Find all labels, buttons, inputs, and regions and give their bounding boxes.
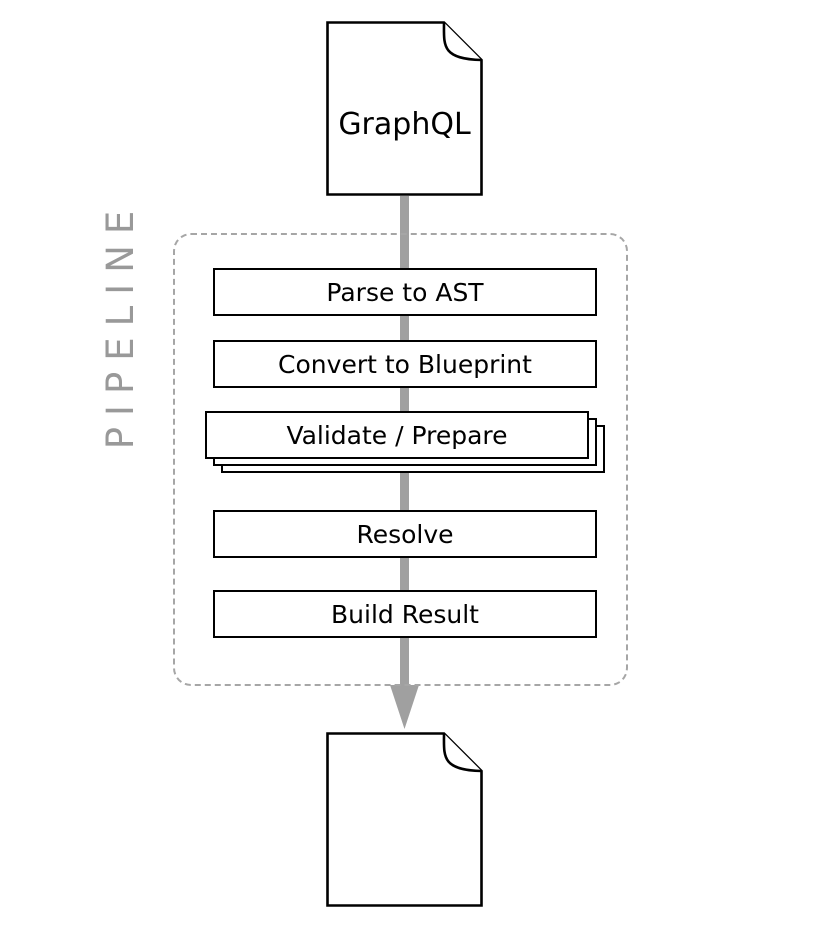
pipeline-step-build-result[interactable]: Build Result bbox=[213, 590, 597, 638]
pipeline-step-validate-prepare[interactable]: Validate / Prepare bbox=[205, 411, 605, 483]
stack-layer-front[interactable]: Validate / Prepare bbox=[205, 411, 589, 459]
pipeline-step-label: Resolve bbox=[356, 519, 454, 549]
pipeline-step-label: Validate / Prepare bbox=[286, 420, 508, 450]
pipeline-step-label: Parse to AST bbox=[326, 277, 484, 307]
json-document-node: JSON bbox=[326, 732, 483, 907]
pipeline-label: PIPELINE bbox=[98, 199, 142, 450]
pipeline-step-convert-to-blueprint[interactable]: Convert to Blueprint bbox=[213, 340, 597, 388]
graphql-document-node: GraphQL bbox=[326, 21, 483, 196]
document-icon bbox=[326, 21, 483, 196]
pipeline-step-resolve[interactable]: Resolve bbox=[213, 510, 597, 558]
flow-arrow-head bbox=[390, 685, 419, 729]
pipeline-container bbox=[173, 233, 628, 686]
graphql-document-label: GraphQL bbox=[338, 107, 471, 142]
document-icon bbox=[326, 732, 483, 907]
pipeline-step-label: Build Result bbox=[331, 599, 479, 629]
pipeline-step-parse-to-ast[interactable]: Parse to AST bbox=[213, 268, 597, 316]
pipeline-step-label: Convert to Blueprint bbox=[278, 349, 532, 379]
